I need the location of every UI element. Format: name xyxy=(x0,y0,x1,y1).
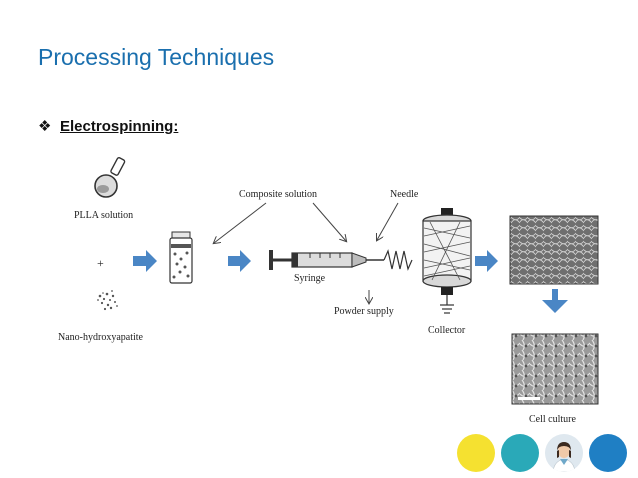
bullet-item: ❖ Electrospinning: xyxy=(38,117,178,135)
flask-icon xyxy=(94,157,126,198)
scale-bar xyxy=(518,397,540,400)
diamond-bullet-icon: ❖ xyxy=(38,118,52,135)
flow-arrow-icons xyxy=(133,250,568,313)
syringe-label: Syringe xyxy=(294,273,326,284)
powder-label: Powder supply xyxy=(334,306,394,317)
label-pointers xyxy=(214,202,399,303)
cell-culture-image xyxy=(511,333,599,405)
nano-label: Nano-hydroxyapatite xyxy=(58,332,143,343)
plla-label: PLLA solution xyxy=(74,210,134,221)
cell-culture-label: Cell culture xyxy=(529,414,576,425)
doctor-photo-avatar xyxy=(545,434,583,472)
slide-title: Processing Techniques xyxy=(38,44,275,70)
particles-icon xyxy=(97,290,118,311)
fiber-mat-image xyxy=(509,215,599,285)
vial-icon xyxy=(169,231,193,284)
syringe-icon xyxy=(269,250,384,270)
teal-circle xyxy=(501,434,539,472)
yellow-circle xyxy=(457,434,495,472)
jet-spiral xyxy=(383,249,413,271)
composite-label: Composite solution xyxy=(239,189,318,200)
blue-circle xyxy=(589,434,627,472)
collector-icon xyxy=(422,208,472,314)
plus-sign: + xyxy=(97,256,104,270)
collector-label: Collector xyxy=(428,325,466,336)
bullet-text: Electrospinning: xyxy=(60,118,179,135)
needle-label: Needle xyxy=(390,189,419,200)
